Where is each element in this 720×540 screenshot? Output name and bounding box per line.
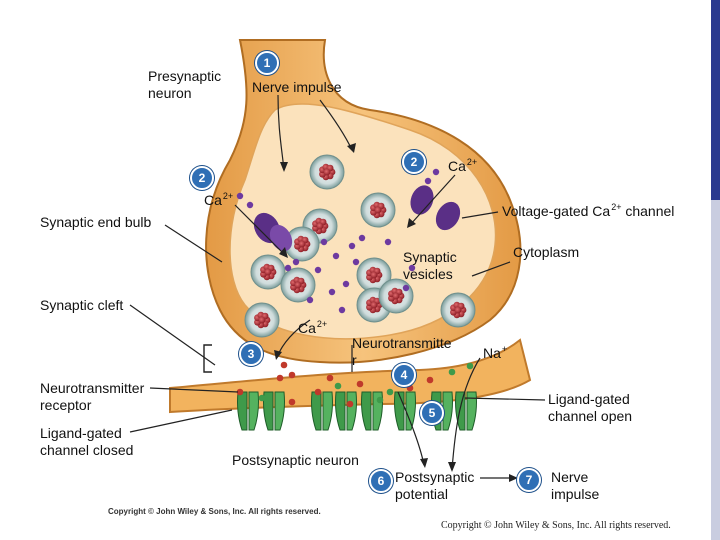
calcium-ion — [292, 258, 300, 266]
calcium-ion — [402, 284, 410, 292]
nerve-impulse-out-label: Nerve impulse — [551, 469, 600, 502]
ligand-gated-receptor — [311, 391, 333, 431]
synaptic-vesicle — [302, 208, 338, 244]
synaptic-vesicle — [309, 154, 345, 190]
calcium-ion — [306, 296, 314, 304]
neurotransmitter-molecule — [280, 361, 288, 369]
neurotransmitter-molecule — [314, 388, 322, 396]
synaptic-vesicle — [250, 254, 286, 290]
ca-ion-label-left: Ca2+ — [204, 191, 234, 208]
calcium-ion — [332, 252, 340, 260]
neurotransmitter-molecule — [334, 382, 342, 390]
slide-footer-copyright: Copyright © John Wiley & Sons, Inc. All … — [441, 520, 671, 531]
step-badge-3: 3 — [239, 342, 263, 366]
calcium-ion — [246, 201, 254, 209]
neurotransmitter-molecule — [236, 388, 244, 396]
cleft-bracket — [203, 344, 212, 373]
calcium-ions — [236, 168, 440, 314]
slide-edge-bar-lower — [711, 200, 720, 540]
ligand-gated-closed-label: Ligand-gated channel closed — [40, 425, 134, 458]
synaptic-vesicles-label: Synaptic vesicles — [403, 249, 457, 282]
synaptic-vesicle — [360, 192, 396, 228]
calcium-ion — [352, 258, 360, 266]
neurotransmitter-molecule — [376, 396, 384, 404]
step-badge-1: 1 — [255, 51, 279, 75]
calcium-ion — [424, 177, 432, 185]
nerve-impulse-label: Nerve impulse — [252, 79, 342, 95]
neurotransmitter-molecule — [466, 362, 474, 370]
voltage-gated-channel-label: Voltage-gated Ca2+ channel — [502, 202, 675, 219]
neurotransmitter-molecules — [236, 361, 474, 408]
calcium-ion — [314, 266, 322, 274]
calcium-ion — [432, 168, 440, 176]
arrow-heads — [274, 143, 518, 482]
synaptic-vesicle — [284, 226, 320, 262]
postsynaptic-neuron-label: Postsynaptic neuron — [232, 452, 359, 468]
voltage-gated-channel-right-1 — [410, 185, 434, 215]
synaptic-cleft-label: Synaptic cleft — [40, 297, 124, 313]
ligand-gated-open-label: Ligand-gated channel open — [548, 391, 633, 424]
postsynaptic-potential-label: Postsynaptic potential — [395, 469, 475, 502]
neurotransmitter-molecule — [406, 384, 414, 392]
neurotransmitter-molecule — [448, 368, 456, 376]
ca-ion-label-center: Ca2+ — [298, 319, 328, 336]
synaptic-vesicle — [244, 302, 280, 338]
step-badge-5: 5 — [420, 401, 444, 425]
presynaptic-neuron-label: Presynaptic neuron — [148, 68, 222, 101]
figure-copyright: Copyright © John Wiley & Sons, Inc. All … — [108, 507, 321, 516]
neurotransmitter-molecule — [258, 394, 266, 402]
neurotransmitter-molecule — [276, 374, 284, 382]
ligand-gated-receptor — [237, 391, 259, 431]
neurotransmitter-label: Neurotransmitte r — [352, 335, 452, 368]
calcium-ion — [320, 238, 328, 246]
calcium-ion — [236, 192, 244, 200]
calcium-ion — [342, 280, 350, 288]
neurotransmitter-molecule — [288, 371, 296, 379]
neurotransmitter-molecule — [386, 388, 394, 396]
synaptic-vesicle — [378, 278, 414, 314]
neurotransmitter-molecule — [288, 398, 296, 406]
voltage-gated-channel-left — [253, 212, 293, 252]
step-badge-4: 4 — [392, 363, 416, 387]
step-badge-2-left: 2 — [190, 166, 214, 190]
neurotransmitter-molecule — [426, 376, 434, 384]
voltage-gated-channel-right-2 — [435, 201, 461, 231]
neurotransmitter-receptor-label: Neurotransmitter receptor — [40, 380, 145, 413]
na-ion-label: Na+ — [483, 344, 508, 361]
calcium-ion — [284, 264, 292, 272]
calcium-ion — [358, 234, 366, 242]
calcium-ion — [328, 288, 336, 296]
calcium-ion — [384, 238, 392, 246]
neurotransmitter-molecule — [346, 400, 354, 408]
cytoplasm-label: Cytoplasm — [513, 244, 580, 260]
ligand-gated-receptor — [263, 391, 285, 431]
ca-ion-label-right: Ca2+ — [448, 157, 478, 174]
synaptic-vesicle — [440, 292, 476, 328]
synaptic-end-bulb-label: Synaptic end bulb — [40, 214, 152, 230]
neurotransmitter-molecule — [326, 374, 334, 382]
step-badge-2-right: 2 — [402, 150, 426, 174]
synaptic-vesicles — [244, 154, 476, 338]
calcium-ion — [348, 242, 356, 250]
calcium-ion — [338, 306, 346, 314]
calcium-ion — [408, 264, 416, 272]
synaptic-vesicle — [280, 267, 316, 303]
slide-edge-bar — [711, 0, 720, 200]
step-badge-6: 6 — [369, 469, 393, 493]
step-badge-7: 7 — [517, 468, 541, 492]
neurotransmitter-molecule — [356, 380, 364, 388]
